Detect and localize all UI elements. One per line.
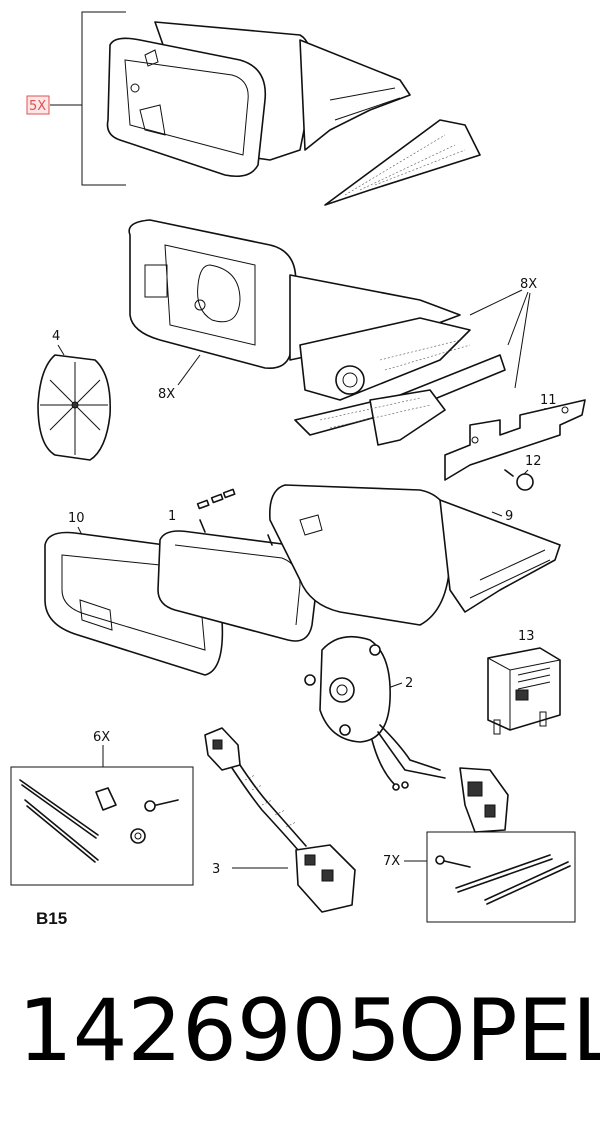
cable-tie-d [484,861,569,901]
callout-7x: 7X [383,854,400,869]
mirror-base-plate [128,219,297,370]
callout-5x: 5X [29,99,46,114]
callout-4: 4 [52,329,60,344]
group-bracket [81,11,126,186]
callout-10: 10 [68,511,85,526]
fastener-kit-box [10,766,194,886]
callout-12: 12 [525,454,542,469]
housing-cover-piece [324,119,481,206]
motor-wire-a [379,724,441,771]
callout-8x-left: 8X [158,387,175,402]
leader-8x-left [177,354,201,386]
part-number: 1426905 [18,981,401,1081]
callout-9: 9 [505,509,513,524]
retaining-plate [444,399,586,481]
leader-8x-top-a [469,289,523,316]
control-module-box [487,647,561,731]
callout-8x-top: 8X [520,277,537,292]
screw-part-12: 12 [504,454,542,491]
mirror-frame-front [106,37,267,178]
fastener-kit-6x: 6X [10,730,194,886]
washer [130,828,146,844]
self-tapping-screw [439,859,471,868]
gasket-disc-part-4: 4 [37,329,112,461]
callout-5x-box [26,95,50,115]
control-module-part-13: 13 [487,629,561,735]
callout-11: 11 [540,393,557,408]
section-label: B15 [36,909,67,928]
motor-pivot [329,677,355,703]
screw-head [516,473,534,491]
fastener-kit-7x: 7X [383,831,576,923]
cable-tie-c [455,854,551,889]
mirror-motor-part-2: 2 [304,635,509,833]
callout-3: 3 [212,862,220,877]
mirror-housing-assembly-5x: 5X [26,11,481,206]
mirror-cover-part-9: 9 [268,484,561,626]
cable-tie-b [24,799,99,861]
wiring-harness-part-3: 3 [204,727,356,913]
leader-8x-top-c [514,292,531,389]
cable-tie-a [19,779,99,836]
callout-2: 2 [405,676,413,691]
brand-name: OPEL [398,981,600,1081]
callout-1: 1 [168,509,176,524]
clip-a [196,499,210,510]
mirror-glass [157,530,319,642]
leader-8x-top-b [507,291,529,346]
grommet [95,787,117,811]
fastener-kit-7x-box [426,831,576,923]
callout-6x: 6X [93,730,110,745]
motor-housing [319,635,391,743]
motor-connector [459,767,509,833]
clip-c [222,488,236,499]
mirror-base-assembly-8x: 8X 8X [128,219,537,446]
retaining-plate-part-11: 11 [444,393,586,481]
mirror-cover-arm [439,499,561,613]
clip-b [210,493,224,504]
callout-13: 13 [518,629,535,644]
